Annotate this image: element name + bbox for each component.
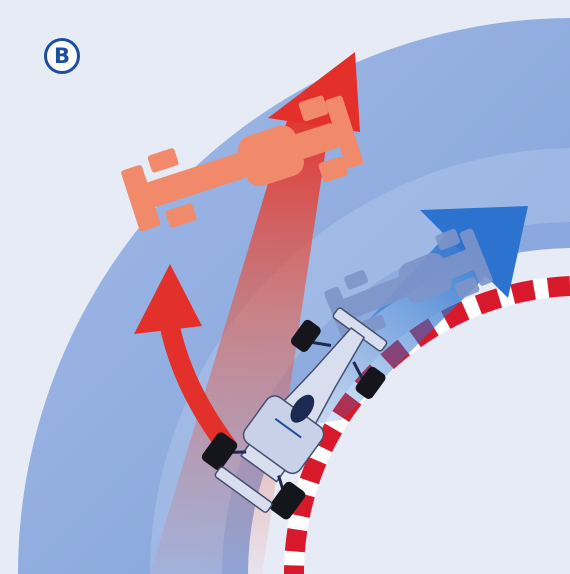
circle-letter-badge: B <box>44 38 80 74</box>
